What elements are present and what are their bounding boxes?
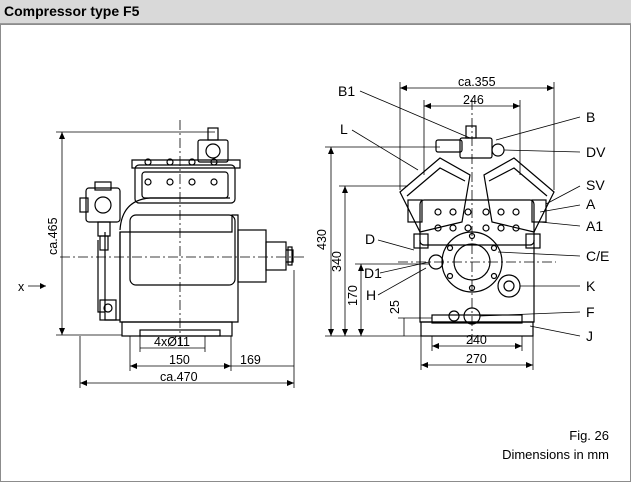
- dim-holes: 4xØ11: [154, 335, 190, 349]
- callout-CE: C/E: [586, 248, 609, 264]
- front-view: [325, 82, 581, 370]
- callout-J: J: [586, 328, 593, 344]
- units-note: Dimensions in mm: [502, 447, 609, 462]
- callout-B1: B1: [338, 83, 355, 99]
- dim-240: 240: [466, 333, 487, 347]
- section-title: Compressor type F5: [4, 3, 140, 19]
- callout-L: L: [340, 121, 348, 137]
- dim-340: 340: [330, 251, 344, 272]
- dim-width-total: ca.355: [458, 75, 496, 89]
- figure-number: Fig. 26: [569, 428, 609, 443]
- callout-DV: DV: [586, 144, 606, 160]
- callout-D: D: [365, 231, 375, 247]
- dim-25: 25: [388, 300, 402, 314]
- callout-SV: SV: [586, 177, 605, 193]
- callout-A: A: [586, 196, 596, 212]
- dim-length-total: ca.470: [160, 370, 198, 384]
- callout-F: F: [586, 304, 595, 320]
- dim-height-total: ca.465: [46, 217, 60, 255]
- dim-169: 169: [240, 353, 261, 367]
- callout-H: H: [366, 287, 376, 303]
- callout-D1: D1: [364, 265, 382, 281]
- callout-B: B: [586, 109, 595, 125]
- dim-270: 270: [466, 352, 487, 366]
- section-header: Compressor type F5: [0, 0, 631, 24]
- dim-150: 150: [169, 353, 190, 367]
- x-marker: x: [18, 280, 25, 294]
- dim-430: 430: [315, 229, 329, 250]
- dim-246: 246: [463, 93, 484, 107]
- callout-K: K: [586, 278, 596, 294]
- dim-170: 170: [346, 285, 360, 306]
- arrowheads: [40, 85, 554, 386]
- callout-A1: A1: [586, 218, 603, 234]
- side-view: [28, 120, 305, 388]
